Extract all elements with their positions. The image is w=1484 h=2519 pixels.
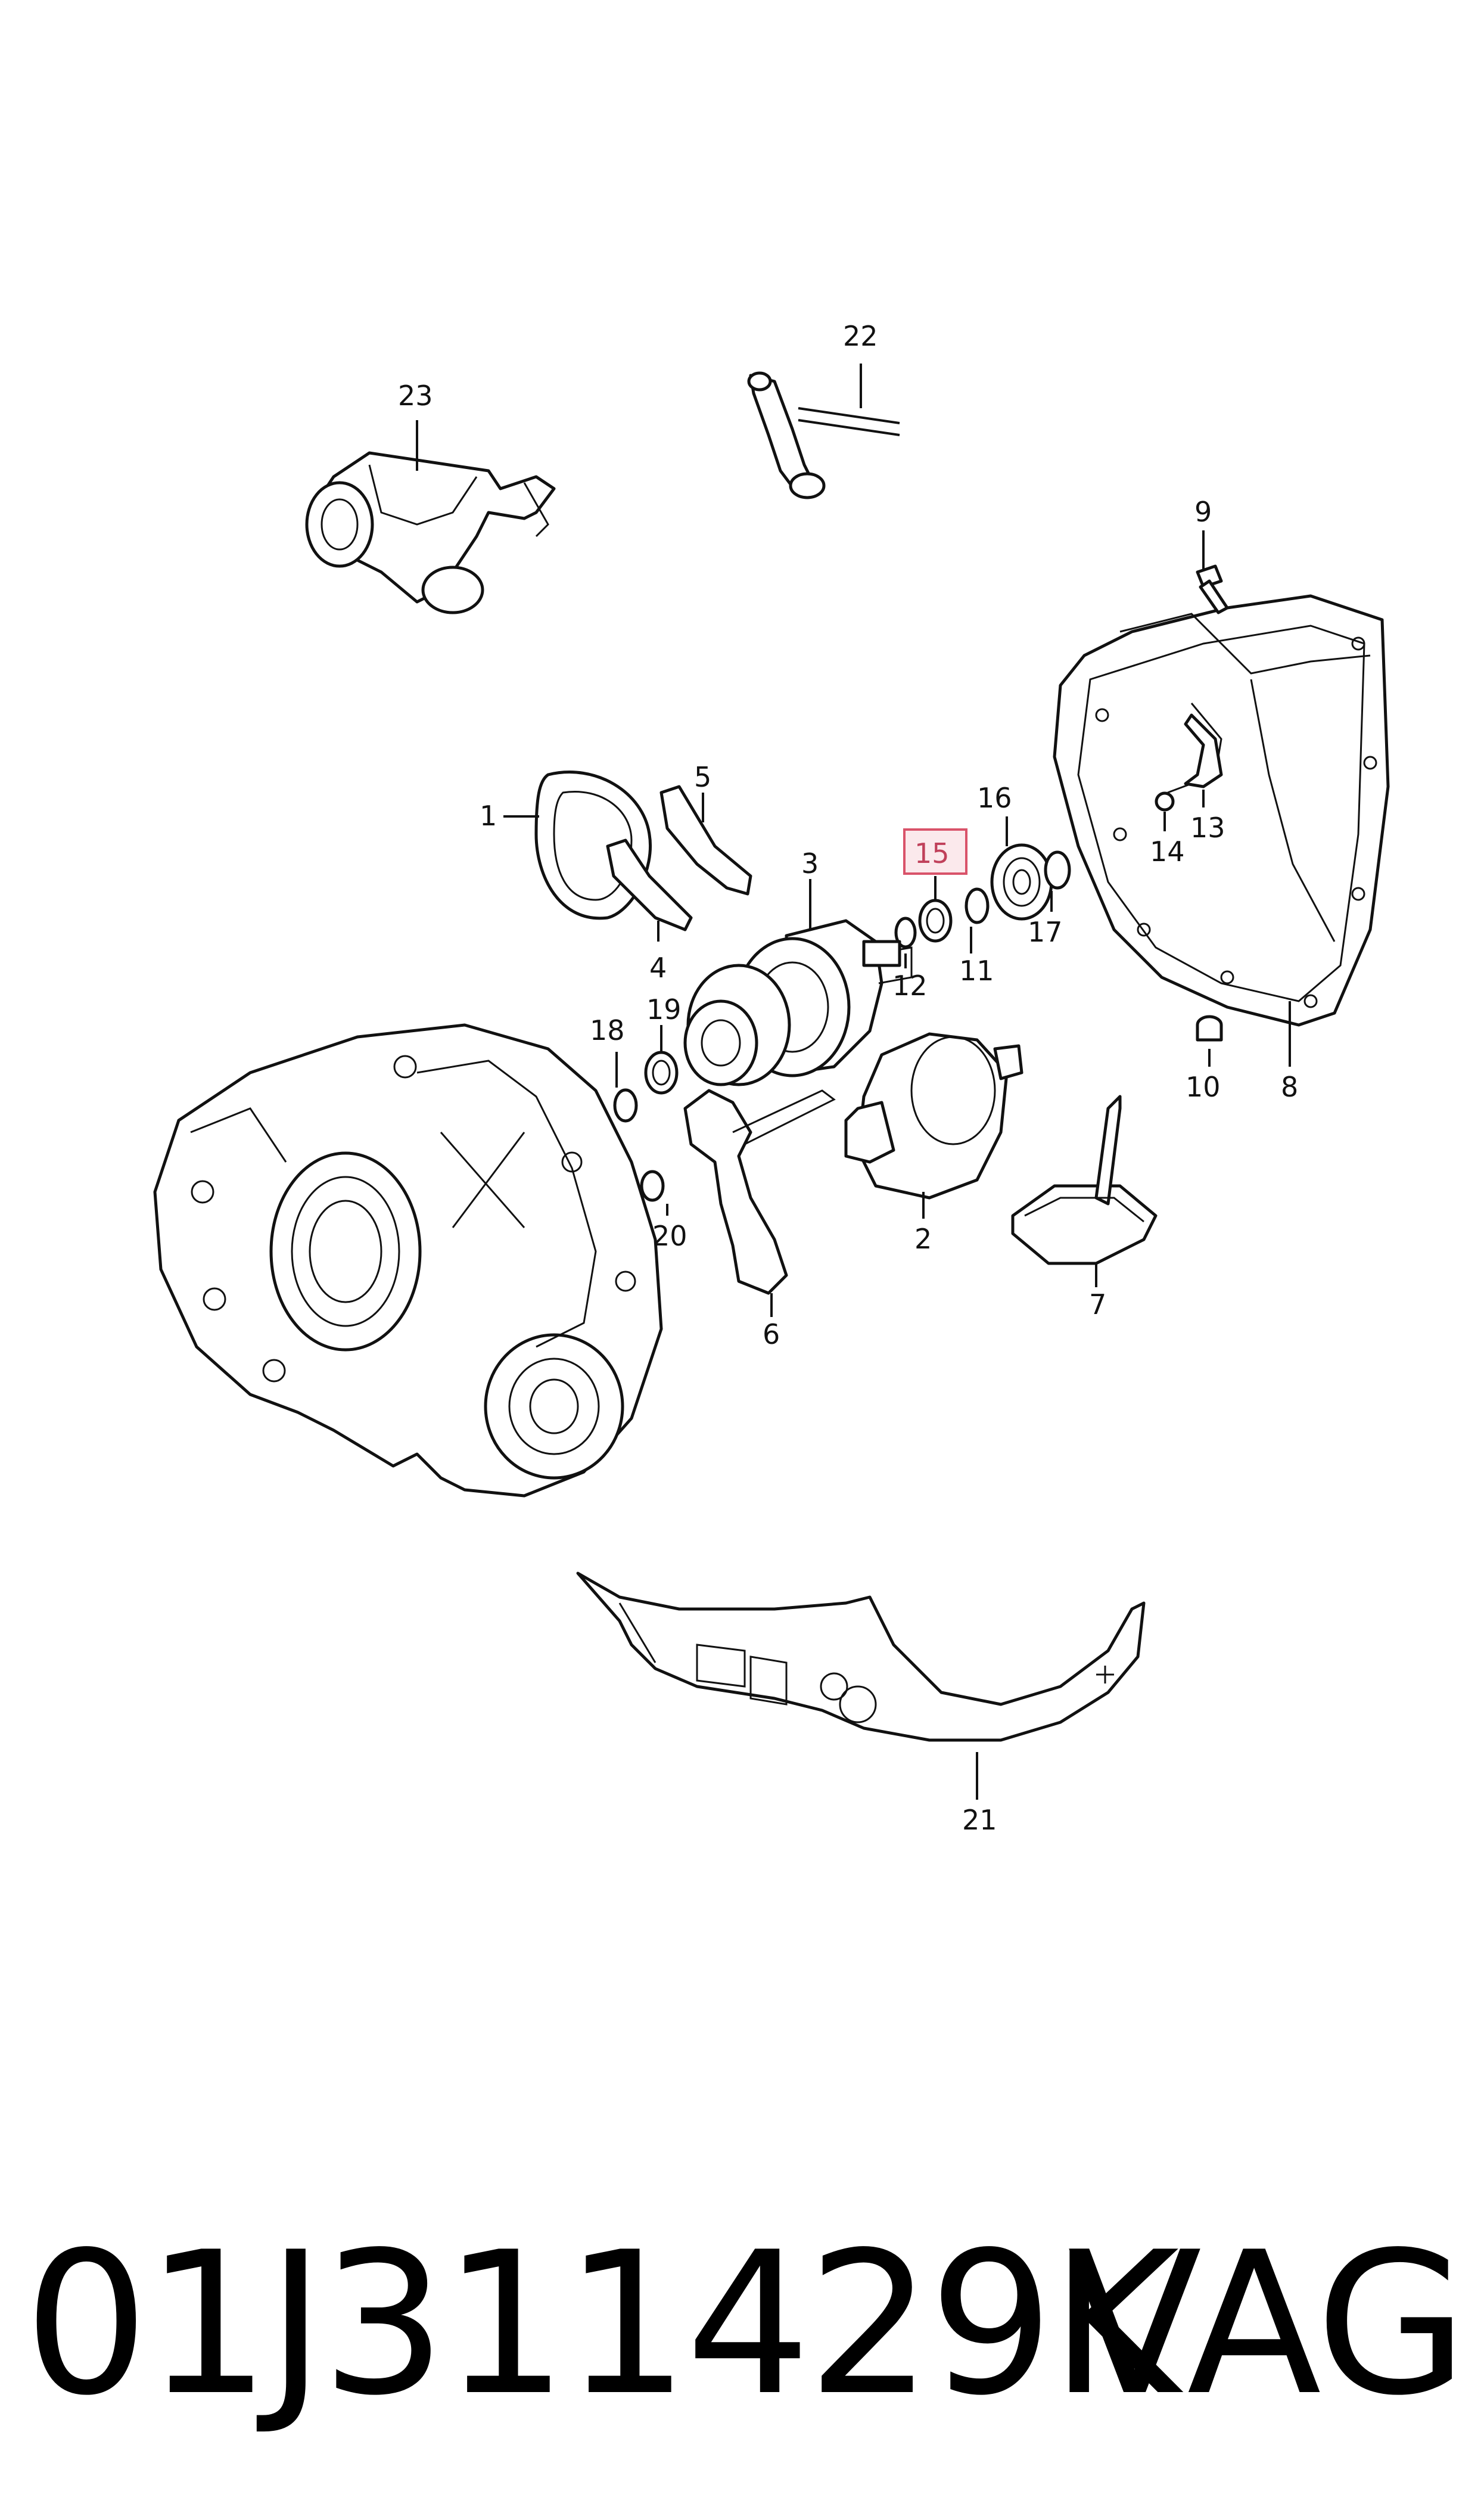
callout-2: 2 bbox=[914, 1223, 932, 1255]
callout-15: 15 bbox=[914, 837, 950, 869]
part-22-sensor bbox=[747, 371, 826, 499]
part-18-circlip bbox=[613, 1088, 638, 1123]
part-13-pipe bbox=[1184, 713, 1223, 788]
part-3-planetary-gear bbox=[683, 919, 913, 1086]
brand-name: VAG bbox=[1067, 2210, 1468, 2439]
callout-3: 3 bbox=[801, 847, 819, 880]
part-14-washer bbox=[1155, 791, 1175, 812]
callout-15-highlight-box bbox=[903, 828, 967, 875]
part-15-needle-bearing bbox=[918, 899, 953, 943]
part-7-oil-filter bbox=[1011, 1095, 1158, 1265]
callout-5: 5 bbox=[694, 761, 711, 793]
part-4-chain-guide bbox=[606, 838, 693, 931]
callout-21: 21 bbox=[962, 1804, 997, 1836]
part-2-clutch-drum bbox=[844, 1032, 1023, 1200]
callout-23: 23 bbox=[398, 380, 433, 412]
callout-14: 14 bbox=[1150, 835, 1185, 868]
part-5-chain-guide bbox=[659, 785, 752, 896]
part-20-bushing bbox=[640, 1170, 665, 1202]
callout-22: 22 bbox=[843, 320, 878, 352]
part-21-shield bbox=[576, 1571, 1146, 1742]
callout-19: 19 bbox=[646, 993, 682, 1026]
part-19-bearing bbox=[644, 1051, 679, 1095]
part-number: 01J311429K bbox=[24, 2210, 1179, 2439]
part-8-housing-cover bbox=[1053, 594, 1390, 1027]
callout-10: 10 bbox=[1186, 1071, 1221, 1103]
callout-8: 8 bbox=[1281, 1071, 1298, 1103]
part-17-circlip bbox=[1044, 850, 1071, 890]
part-6-selector bbox=[683, 1089, 836, 1295]
footer: 01J311429K VAG bbox=[24, 2199, 1468, 2449]
part-23-bracket bbox=[305, 451, 556, 614]
callout-12: 12 bbox=[892, 970, 928, 1002]
part-16-bearing bbox=[990, 843, 1053, 921]
callout-9: 9 bbox=[1194, 496, 1212, 528]
callout-18: 18 bbox=[590, 1014, 625, 1046]
callout-16: 16 bbox=[977, 782, 1012, 814]
callout-17: 17 bbox=[1028, 916, 1063, 948]
part-11-ring bbox=[965, 887, 990, 924]
leader-22b bbox=[798, 419, 900, 436]
callout-4: 4 bbox=[649, 952, 667, 984]
callout-11: 11 bbox=[959, 955, 994, 987]
leader-22a bbox=[798, 407, 900, 424]
transmission-housing bbox=[153, 1023, 663, 1498]
callout-13: 13 bbox=[1190, 812, 1225, 844]
callout-1: 1 bbox=[480, 800, 497, 832]
part-9-bolt bbox=[1196, 564, 1229, 614]
callout-6: 6 bbox=[763, 1318, 780, 1350]
callout-7: 7 bbox=[1089, 1288, 1106, 1321]
part-12-ring bbox=[894, 917, 917, 949]
part-10-plug bbox=[1196, 1015, 1223, 1042]
callout-20: 20 bbox=[652, 1220, 687, 1252]
